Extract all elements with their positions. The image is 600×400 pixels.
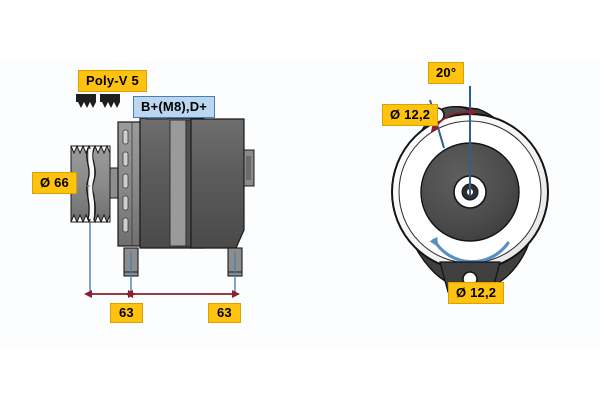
shaft-spacer [109,167,119,199]
drive-end-shield [117,121,141,247]
callout-dimension-63-left: 63 [110,303,143,323]
callout-bore-bottom: Ø 12,2 [448,282,505,304]
slip-ring-end-housing [190,118,255,249]
callout-dimension-63-right: 63 [208,303,241,323]
pulley [70,144,111,224]
mounting-feet [123,247,243,277]
callout-poly-v: Poly-V 5 [78,70,147,92]
callout-bore-top: Ø 12,2 [382,104,439,126]
end-view-group [391,86,549,293]
callout-angle: 20° [428,62,465,84]
callout-pulley-diameter: Ø 66 [32,172,77,194]
callout-terminal: B+(M8),D+ [133,96,216,118]
side-view-group [70,94,255,298]
poly-v-profile-icon [76,94,120,108]
stator-housing [139,112,205,249]
